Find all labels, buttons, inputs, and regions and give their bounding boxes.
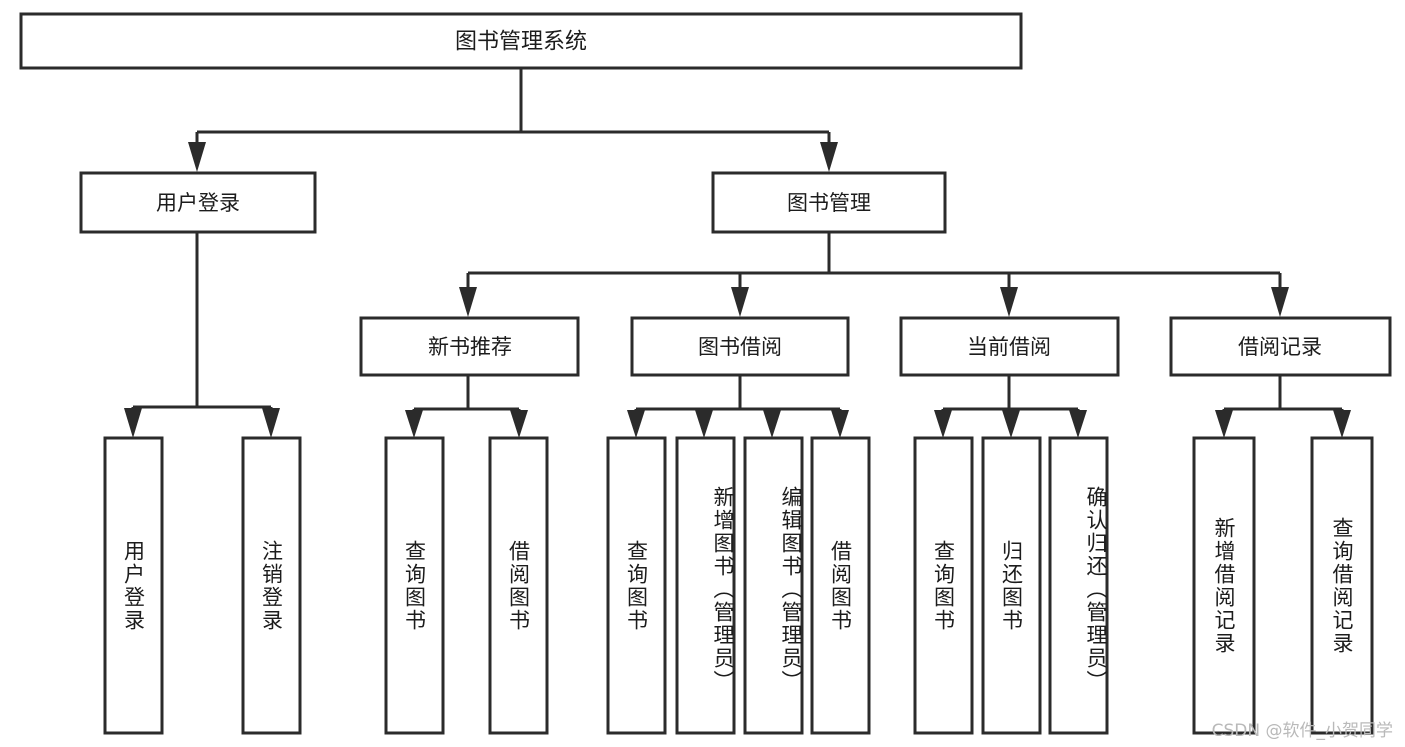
node-book-management-label: 图书管理 — [787, 191, 871, 215]
connector-group-book-borrow — [627, 375, 849, 438]
node-leaf-logout-login-rect[interactable] — [241, 436, 302, 735]
arrow-head-leaf-query-book-1 — [405, 410, 423, 438]
node-leaf-return-book-rect[interactable] — [981, 436, 1042, 735]
node-leaf-add-book-rect[interactable] — [675, 436, 736, 735]
node-borrow-record-label: 借阅记录 — [1238, 335, 1322, 359]
arrow-head-leaf-query-book-3 — [934, 410, 952, 438]
arrow-head-leaf-edit-book — [763, 410, 781, 438]
node-leaf-borrow-book-1-rect[interactable] — [488, 436, 549, 735]
connector-group-user-login — [124, 232, 280, 438]
node-borrow-record-rect — [1169, 316, 1392, 377]
arrow-head-book-management — [820, 142, 838, 172]
node-book-management-rect — [711, 171, 947, 234]
node-user-login[interactable]: 用户登录 — [79, 171, 317, 234]
node-root-book-system[interactable]: 图书管理系统 — [19, 12, 1023, 70]
node-book-management[interactable]: 图书管理 — [711, 171, 947, 234]
node-leaf-query-record-rect[interactable] — [1310, 436, 1374, 735]
arrow-head-leaf-add-record — [1215, 410, 1233, 438]
arrow-head-leaf-query-book-2 — [627, 410, 645, 438]
node-new-book-recommend-rect — [359, 316, 580, 377]
node-leaf-add-record-rect[interactable] — [1192, 436, 1256, 735]
node-leaf-user-login-rect[interactable] — [103, 436, 164, 735]
arrow-head-leaf-query-record — [1333, 410, 1351, 438]
arrow-head-leaf-add-book — [695, 410, 713, 438]
node-book-borrow[interactable]: 图书借阅 — [630, 316, 850, 377]
arrow-head-current-borrow — [1000, 287, 1018, 317]
arrow-head-leaf-borrow-book-2 — [831, 410, 849, 438]
node-leaf-borrow-book-2-rect[interactable] — [810, 436, 871, 735]
csdn-watermark: CSDN @软件_小贺同学 — [1211, 721, 1393, 741]
arrow-head-leaf-logout-login — [262, 408, 280, 438]
node-new-book-recommend-label: 新书推荐 — [428, 335, 512, 359]
arrow-head-borrow-record — [1271, 287, 1289, 317]
node-book-borrow-rect — [630, 316, 850, 377]
arrow-head-new-book-recommend — [459, 287, 477, 317]
connector-group-book-management — [459, 232, 1289, 317]
node-leaf-confirm-return-rect[interactable] — [1048, 436, 1109, 735]
node-root-book-system-rect — [19, 12, 1023, 70]
connector-group-root — [188, 68, 838, 172]
connector-group-borrow-record — [1215, 375, 1351, 438]
node-new-book-recommend[interactable]: 新书推荐 — [359, 316, 580, 377]
arrow-head-leaf-borrow-book-1 — [510, 410, 528, 438]
node-borrow-record[interactable]: 借阅记录 — [1169, 316, 1392, 377]
node-book-borrow-label: 图书借阅 — [698, 335, 782, 359]
node-current-borrow-rect — [899, 316, 1120, 377]
node-leaf-edit-book-rect[interactable] — [743, 436, 804, 735]
node-user-login-rect — [79, 171, 317, 234]
arrow-head-user-login — [188, 142, 206, 172]
node-leaf-query-book-1-rect[interactable] — [384, 436, 445, 735]
connector-group-new-book-recommend — [405, 375, 528, 438]
arrow-head-leaf-confirm-return — [1069, 410, 1087, 438]
node-leaf-query-book-2-rect[interactable] — [606, 436, 667, 735]
node-current-borrow-label: 当前借阅 — [967, 335, 1051, 359]
arrow-head-leaf-user-login — [124, 408, 142, 438]
node-current-borrow[interactable]: 当前借阅 — [899, 316, 1120, 377]
node-root-book-system-label: 图书管理系统 — [455, 30, 587, 55]
node-leaf-query-book-3-rect[interactable] — [913, 436, 974, 735]
arrow-head-book-borrow — [731, 287, 749, 317]
arrow-head-leaf-return-book — [1002, 410, 1020, 438]
connector-group-current-borrow — [934, 375, 1087, 438]
node-user-login-label: 用户登录 — [156, 191, 240, 215]
